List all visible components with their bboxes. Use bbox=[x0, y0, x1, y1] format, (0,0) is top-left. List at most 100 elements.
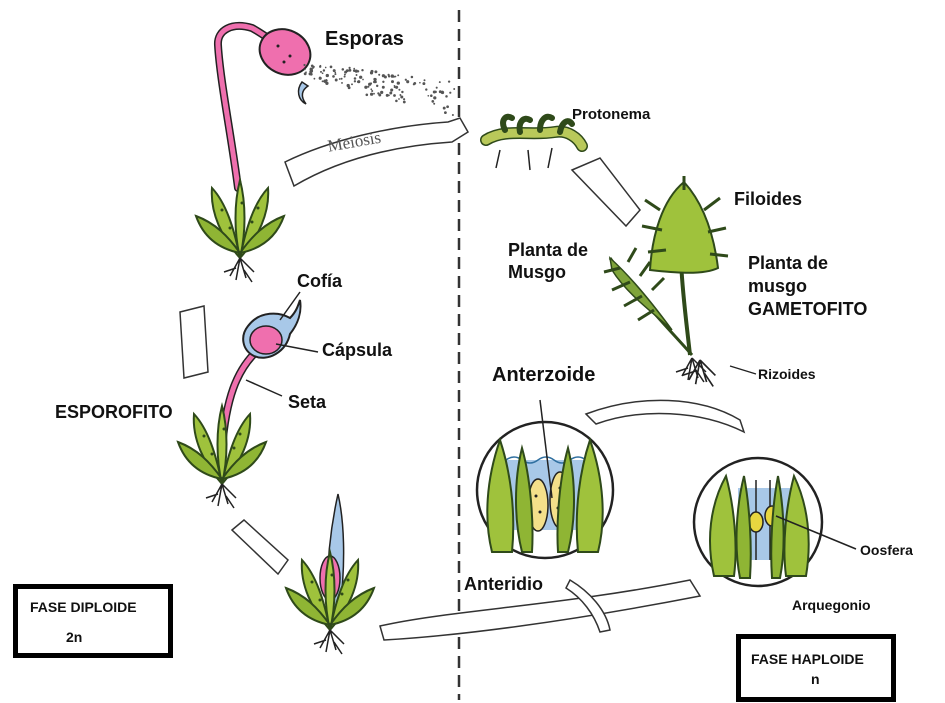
spores-cloud bbox=[303, 63, 456, 117]
spore bbox=[431, 100, 435, 103]
spore bbox=[438, 81, 441, 84]
haploid-phase-title: FASE HAPLOIDE bbox=[751, 651, 864, 667]
spore bbox=[308, 72, 312, 76]
spore bbox=[370, 88, 373, 91]
spore bbox=[433, 96, 437, 100]
spore bbox=[303, 72, 307, 76]
spore bbox=[375, 81, 377, 83]
label-oosfera: Oosfera bbox=[860, 542, 913, 558]
spore bbox=[303, 63, 306, 67]
spore bbox=[427, 94, 430, 97]
spore bbox=[334, 73, 337, 76]
spore bbox=[304, 68, 306, 71]
spore bbox=[347, 86, 351, 90]
spore bbox=[378, 73, 381, 76]
spore bbox=[367, 85, 370, 88]
fertilization-arrow bbox=[379, 579, 702, 641]
diploid-phase-ploidy: 2n bbox=[66, 629, 83, 645]
label-planta-musgo-right-1: Planta de bbox=[748, 253, 829, 273]
spore bbox=[393, 86, 396, 89]
spore bbox=[451, 113, 454, 117]
spore bbox=[430, 94, 433, 97]
label-anteridio: Anteridio bbox=[464, 574, 543, 594]
spore bbox=[356, 70, 360, 73]
spore bbox=[322, 69, 326, 72]
spore bbox=[343, 75, 346, 78]
spore bbox=[380, 90, 384, 95]
spore bbox=[398, 88, 401, 91]
spore bbox=[375, 84, 379, 88]
label-filoides: Filoides bbox=[734, 189, 803, 209]
spore bbox=[369, 82, 373, 85]
spore bbox=[352, 69, 356, 72]
spore bbox=[313, 77, 316, 80]
arrow-left-cycle bbox=[179, 305, 209, 379]
spore bbox=[419, 81, 421, 84]
spore bbox=[396, 81, 400, 85]
spore bbox=[378, 93, 382, 97]
spore bbox=[449, 91, 452, 94]
spore bbox=[319, 65, 322, 68]
spore bbox=[410, 75, 414, 79]
label-capsula: Cápsula bbox=[322, 340, 393, 360]
sporophyte-mature bbox=[195, 22, 312, 283]
spore bbox=[393, 85, 396, 87]
spore bbox=[344, 70, 348, 74]
spore bbox=[397, 74, 400, 77]
spore bbox=[438, 90, 442, 94]
spore bbox=[441, 90, 444, 93]
spore bbox=[324, 66, 327, 69]
spore bbox=[309, 67, 313, 71]
spore bbox=[373, 80, 376, 82]
label-esporas: Esporas bbox=[325, 28, 404, 50]
spore bbox=[348, 66, 351, 70]
diploid-phase-title: FASE DIPLOIDE bbox=[30, 599, 137, 615]
gametophyte-plant bbox=[603, 176, 729, 388]
anteridio-connector bbox=[565, 578, 611, 633]
spore bbox=[353, 77, 357, 80]
spore bbox=[406, 80, 410, 84]
spore bbox=[402, 98, 406, 101]
spore bbox=[400, 95, 404, 99]
spore bbox=[305, 71, 307, 74]
spore bbox=[321, 80, 324, 83]
spore bbox=[382, 80, 385, 83]
spore bbox=[359, 75, 363, 79]
spore bbox=[370, 69, 374, 73]
spore bbox=[341, 81, 343, 84]
spore bbox=[310, 64, 314, 68]
spore bbox=[355, 74, 358, 76]
spore bbox=[341, 68, 345, 71]
label-seta: Seta bbox=[288, 392, 327, 412]
spore bbox=[434, 90, 437, 94]
spore bbox=[381, 85, 385, 89]
label-planta-musgo-left-1: Planta de bbox=[508, 240, 589, 260]
label-gametofito: GAMETOFITO bbox=[748, 299, 868, 319]
spore bbox=[404, 78, 407, 81]
spore bbox=[445, 95, 448, 98]
spore bbox=[361, 68, 364, 72]
spore bbox=[371, 89, 374, 93]
spore bbox=[393, 94, 396, 97]
label-arquegonio: Arquegonio bbox=[792, 597, 871, 613]
spore bbox=[353, 80, 357, 83]
spore bbox=[343, 73, 346, 76]
spore bbox=[329, 65, 333, 69]
haploid-phase-box: FASE HAPLOIDE n bbox=[736, 634, 896, 702]
label-planta-musgo-left-2: Musgo bbox=[508, 262, 566, 282]
spore bbox=[338, 78, 341, 80]
archegonium bbox=[692, 456, 857, 588]
arrow-to-sex-organs bbox=[584, 399, 746, 434]
label-planta-musgo-right-2: musgo bbox=[748, 276, 808, 296]
spore bbox=[402, 100, 406, 104]
label-esporofito: ESPOROFITO bbox=[55, 402, 173, 422]
spore bbox=[318, 76, 322, 80]
spore bbox=[332, 69, 336, 73]
spore bbox=[353, 67, 356, 70]
spore bbox=[381, 74, 386, 78]
spore bbox=[399, 94, 402, 96]
spore bbox=[392, 75, 395, 78]
spore bbox=[373, 92, 375, 95]
spore bbox=[365, 93, 369, 97]
